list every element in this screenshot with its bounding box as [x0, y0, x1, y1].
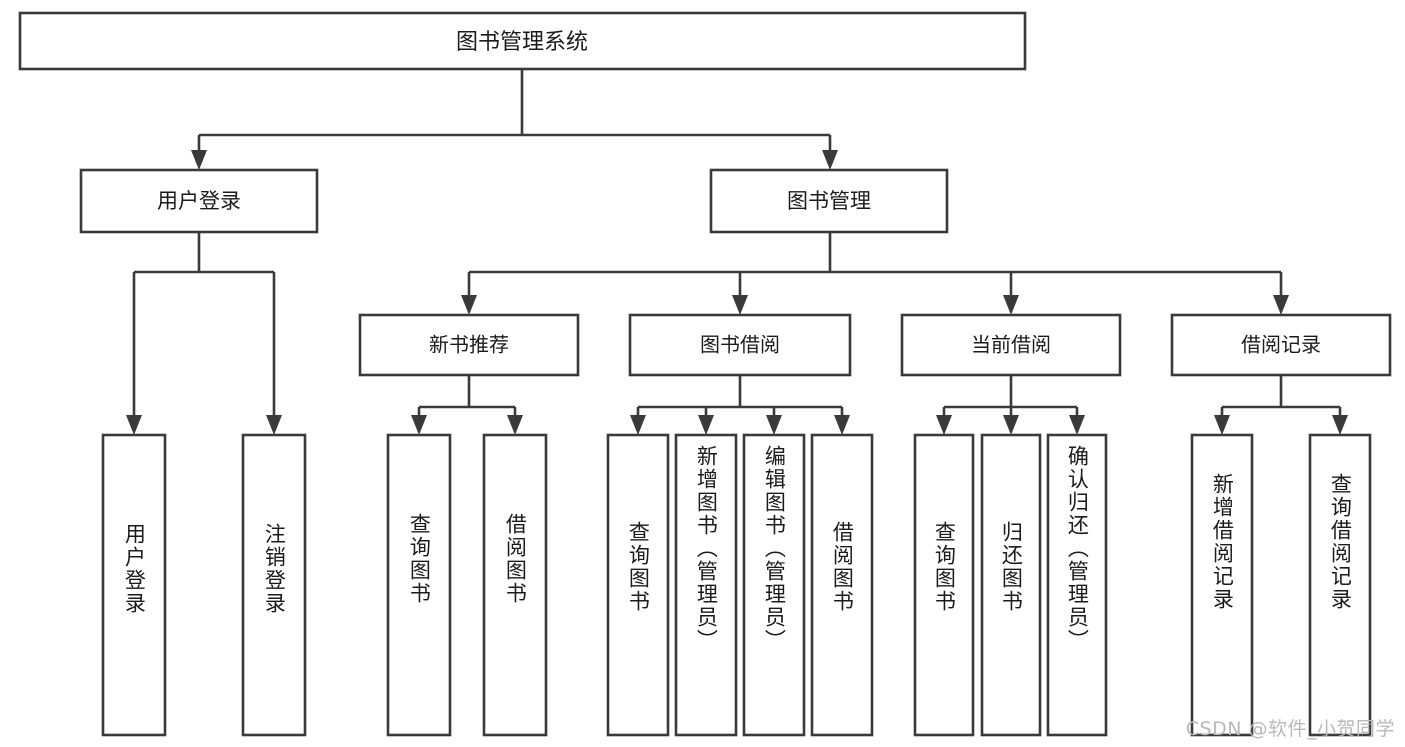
leaf-boxes — [101, 433, 1372, 737]
node-current-borrow-label: 当前借阅 — [971, 333, 1051, 357]
arrow-icon — [1273, 295, 1289, 315]
arrow-icon — [822, 150, 838, 170]
leaf-box-borrow-book[interactable] — [810, 433, 874, 737]
arrow-icon — [461, 295, 477, 315]
arrow-icon — [936, 415, 952, 435]
arrow-icon — [766, 415, 782, 435]
leaf-box-add-borrow-record[interactable] — [1190, 433, 1254, 737]
node-borrow-record[interactable]: 借阅记录 — [1170, 313, 1392, 377]
arrow-icon — [1214, 415, 1230, 435]
arrow-icon — [1003, 415, 1019, 435]
connector-book-mgmt-to-level3 — [461, 232, 1289, 315]
connector-user-login-to-leaves — [126, 232, 282, 435]
node-book-borrow[interactable]: 图书借阅 — [628, 313, 852, 377]
arrow-icon — [1003, 295, 1019, 315]
arrow-icon — [630, 415, 646, 435]
connector-new-book-to-leaves — [411, 375, 523, 435]
leaf-box-query-book-borrow[interactable] — [606, 433, 670, 737]
arrow-icon — [191, 150, 207, 170]
node-book-management[interactable]: 图书管理 — [709, 168, 949, 234]
watermark-text: CSDN @软件_小贺同学 — [1185, 718, 1395, 740]
arrow-icon — [507, 415, 523, 435]
leaf-box-query-book-new[interactable] — [386, 433, 452, 737]
arrow-icon — [1332, 415, 1348, 435]
arrow-icon — [698, 415, 714, 435]
leaf-box-return-book[interactable] — [980, 433, 1042, 737]
connector-borrow-to-leaves — [630, 375, 850, 435]
arrow-icon — [411, 415, 427, 435]
node-root-label: 图书管理系统 — [456, 30, 588, 55]
connector-borrow-record-to-leaves — [1214, 375, 1348, 435]
node-new-book-recommend-label: 新书推荐 — [429, 333, 509, 357]
arrow-icon — [266, 415, 282, 435]
node-current-borrow[interactable]: 当前借阅 — [900, 313, 1122, 377]
node-book-borrow-label: 图书借阅 — [700, 333, 780, 357]
node-user-login[interactable]: 用户登录 — [79, 168, 319, 234]
arrow-icon — [1069, 415, 1085, 435]
node-borrow-record-label: 借阅记录 — [1241, 333, 1321, 357]
node-user-login-label: 用户登录 — [157, 189, 241, 213]
leaf-box-add-book-admin[interactable] — [674, 433, 738, 737]
arrow-icon — [732, 295, 748, 315]
leaf-box-borrow-book-new[interactable] — [482, 433, 548, 737]
leaf-box-query-borrow-record[interactable] — [1308, 433, 1372, 737]
leaf-box-confirm-return-admin[interactable] — [1046, 433, 1108, 737]
node-book-management-label: 图书管理 — [787, 189, 871, 213]
node-root-system[interactable]: 图书管理系统 — [18, 11, 1027, 71]
leaf-box-edit-book-admin[interactable] — [742, 433, 806, 737]
leaf-box-query-book-current[interactable] — [913, 433, 975, 737]
arrow-icon — [834, 415, 850, 435]
arrow-icon — [126, 415, 142, 435]
connector-current-borrow-to-leaves — [936, 375, 1085, 435]
leaf-box-logout-login[interactable] — [241, 433, 307, 737]
connector-root-to-level2 — [191, 69, 838, 170]
node-new-book-recommend[interactable]: 新书推荐 — [358, 313, 580, 377]
leaf-box-user-login[interactable] — [101, 433, 167, 737]
